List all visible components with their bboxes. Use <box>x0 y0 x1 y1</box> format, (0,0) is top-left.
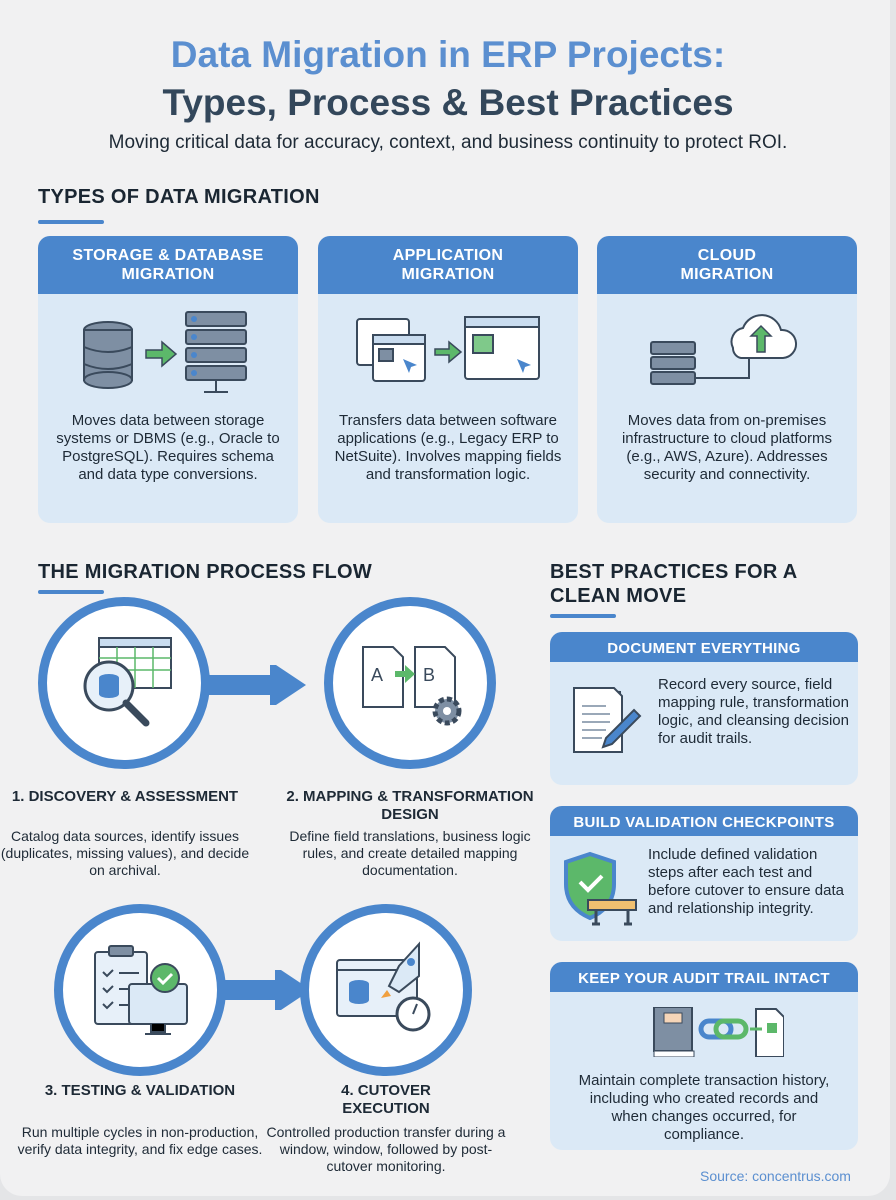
card-text: Record every source, field mapping rule,… <box>658 676 849 747</box>
card-text: Transfers data between software applicat… <box>334 412 562 483</box>
divider <box>38 590 104 594</box>
card-text: Moves data from on-premises infrastructu… <box>621 412 833 483</box>
app-windows-transfer-icon <box>318 294 578 412</box>
card-text: Moves data between storage systems or DB… <box>56 412 280 483</box>
step-3-text: Run multiple cycles in non-production, v… <box>17 1124 263 1157</box>
step-2-text: Define field translations, business logi… <box>289 828 531 878</box>
card-title: STORAGE & DATABASE MIGRATION <box>38 236 298 294</box>
server-to-cloud-icon <box>597 294 857 412</box>
practices-heading: BEST PRACTICES FOR A CLEAN MOVE <box>550 561 797 607</box>
divider <box>38 220 104 224</box>
step-3-icon-circle <box>54 904 226 1076</box>
type-card-storage: STORAGE & DATABASE MIGRATION Moves data … <box>38 236 298 523</box>
practice-card-validation: BUILD VALIDATION CHECKPOINTS Include def… <box>550 806 858 941</box>
step-3-title: 3. TESTING & VALIDATION <box>44 1082 236 1099</box>
database-to-server-icon <box>38 294 298 412</box>
type-card-application: APPLICATION MIGRATION Transfers data bet… <box>318 236 578 523</box>
rocket-stopwatch-icon <box>336 941 431 1032</box>
card-text: Maintain complete transaction history, i… <box>578 1072 830 1143</box>
practice-card-audit: KEEP YOUR AUDIT TRAIL INTACT Maintain co… <box>550 962 858 1150</box>
card-title: BUILD VALIDATION CHECKPOINTS <box>550 806 858 836</box>
card-title: DOCUMENT EVERYTHING <box>550 632 858 662</box>
subtitle: Moving critical data for accuracy, conte… <box>108 132 788 153</box>
card-title: APPLICATION MIGRATION <box>318 236 578 294</box>
step-1-icon-circle <box>38 597 210 769</box>
database-search-icon <box>83 637 172 727</box>
step-4-title: 4. CUTOVER EXECUTION <box>341 1082 431 1117</box>
types-heading: TYPES OF DATA MIGRATION <box>38 186 320 208</box>
title-line-2: Types, Process & Best Practices <box>162 82 734 123</box>
type-card-cloud: CLOUD MIGRATION Moves data from on-premi… <box>597 236 857 523</box>
svg-text:A: A <box>371 665 383 685</box>
card-title: KEEP YOUR AUDIT TRAIL INTACT <box>550 962 858 992</box>
practice-card-document: DOCUMENT EVERYTHING Record every source,… <box>550 632 858 785</box>
card-text: Include defined validation steps after e… <box>648 846 844 917</box>
svg-text:B: B <box>423 665 435 685</box>
process-heading: THE MIGRATION PROCESS FLOW <box>38 561 373 583</box>
step-4-text: Controlled production transfer during a … <box>266 1124 506 1174</box>
book-link-document-icon <box>550 992 858 1072</box>
divider <box>550 614 616 618</box>
clipboard-monitor-check-icon <box>94 945 188 1035</box>
flow-arrow-icon <box>200 661 310 709</box>
title-line-1: Data Migration in ERP Projects: <box>170 34 726 75</box>
step-4-icon-circle <box>300 904 472 1076</box>
step-1-text: Catalog data sources, identify issues (d… <box>0 828 250 878</box>
shield-barrier-icon <box>564 850 644 935</box>
flow-arrow-icon <box>215 966 315 1014</box>
step-1-title: 1. DISCOVERY & ASSESSMENT <box>11 788 239 805</box>
step-2-title: 2. MAPPING & TRANSFORMATION DESIGN <box>286 788 534 823</box>
card-title: CLOUD MIGRATION <box>597 236 857 294</box>
source-credit: Source: concentrus.com <box>700 1168 851 1184</box>
documents-pen-icon <box>568 680 648 765</box>
